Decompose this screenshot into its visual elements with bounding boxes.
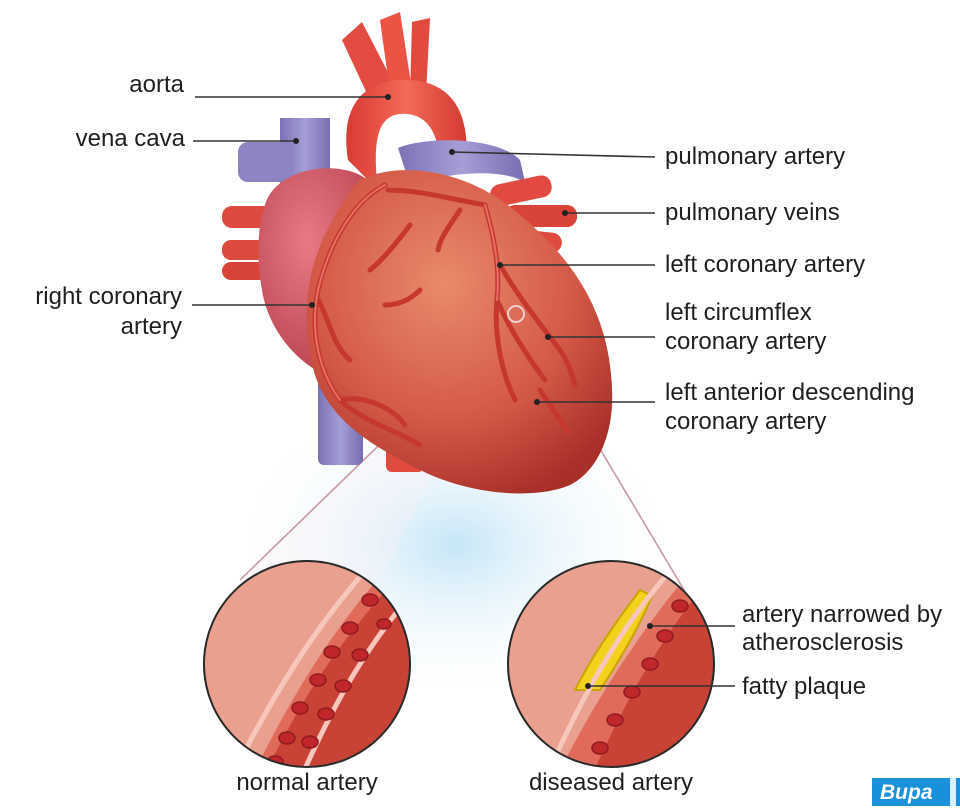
- label-pulmonary-veins: pulmonary veins: [665, 200, 840, 226]
- label-left-circumflex-line1: left circumflex: [665, 300, 812, 326]
- bupa-logo-mark: [950, 778, 956, 806]
- label-normal-artery: normal artery: [207, 770, 407, 796]
- label-right-coronary-line1: right coronary: [0, 284, 182, 310]
- label-lad-line1: left anterior descending: [665, 380, 915, 406]
- label-vena-cava: vena cava: [30, 126, 185, 152]
- label-narrowed-line2: atherosclerosis: [742, 630, 903, 656]
- label-diseased-artery: diseased artery: [511, 770, 711, 796]
- label-lad-line2: coronary artery: [665, 409, 826, 435]
- bupa-logo: Bupa: [872, 778, 960, 806]
- diseased-artery-zoom: [505, 560, 760, 780]
- label-narrowed-line1: artery narrowed by: [742, 602, 942, 628]
- label-right-coronary-line2: artery: [0, 314, 182, 340]
- bupa-logo-text: Bupa: [880, 781, 933, 805]
- label-aorta: aorta: [80, 72, 184, 98]
- label-left-coronary-artery: left coronary artery: [665, 252, 865, 278]
- label-left-circumflex-line2: coronary artery: [665, 329, 826, 355]
- label-fatty-plaque: fatty plaque: [742, 674, 866, 700]
- label-pulmonary-artery: pulmonary artery: [665, 144, 845, 170]
